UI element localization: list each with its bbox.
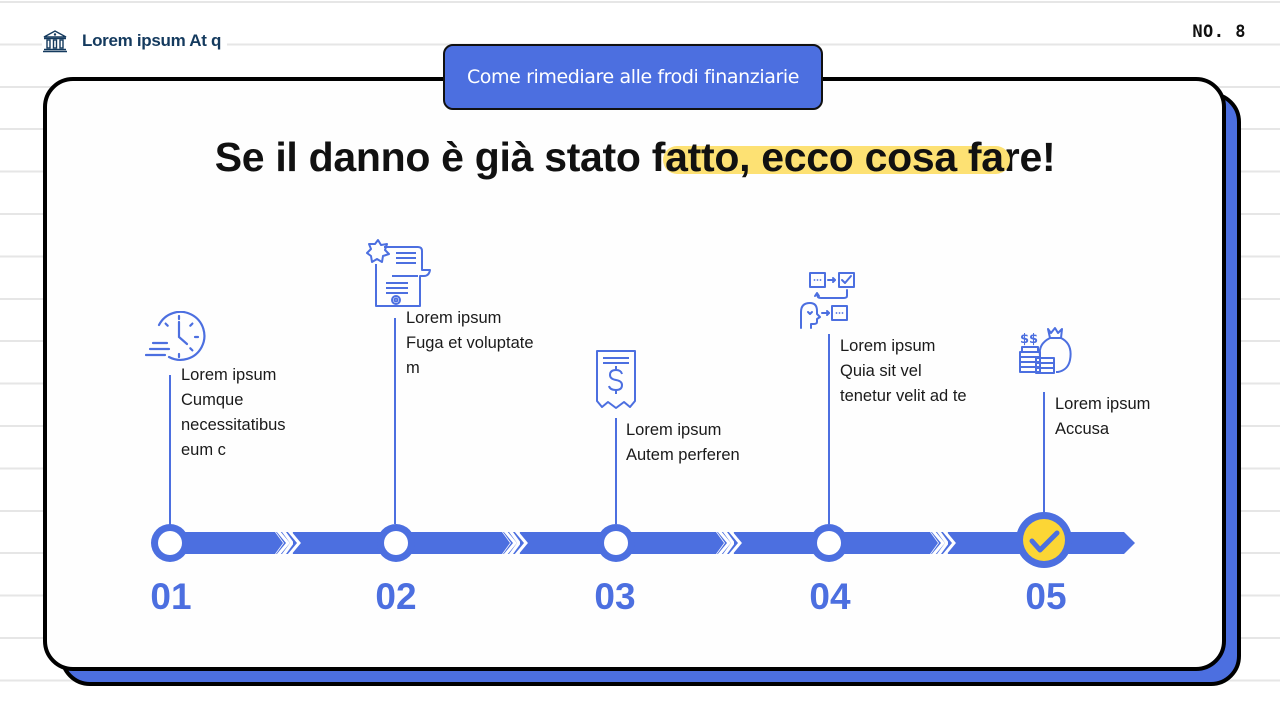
page-number: NO. 8: [1190, 22, 1248, 42]
step-description: Lorem ipsum Autem perferen: [626, 421, 740, 464]
node-05-check-icon: [1016, 512, 1072, 568]
step-connector: [615, 418, 617, 524]
svg-text:$$: $$: [1020, 332, 1038, 347]
step-number: 02: [375, 576, 417, 617]
brand: Lorem ipsum At q: [42, 28, 228, 54]
section-tag: Come rimediare alle frodi finanziarie: [443, 44, 823, 110]
title-highlight: atto, ecco cosa fa: [665, 134, 1004, 180]
clock-speed-icon: [145, 311, 206, 361]
node-03: [597, 524, 635, 562]
certificate-document-icon: [366, 239, 431, 307]
step-number: 01: [150, 576, 192, 617]
step-number: 05: [1025, 576, 1067, 617]
step-description: Lorem ipsum Quia sit vel tenetur velit a…: [840, 337, 967, 405]
node-02: [377, 524, 415, 562]
receipt-dollar-icon: [596, 350, 636, 409]
brand-name: Lorem ipsum At q: [82, 31, 222, 50]
step-connector: [828, 334, 830, 524]
title-suffix: re!: [1003, 134, 1056, 180]
title-prefix: Se il danno è già stato f: [214, 134, 666, 180]
step-connector: [169, 375, 171, 525]
step-connector: [1043, 392, 1045, 514]
step-description: Lorem ipsum Cumque necessitatibus eum c: [181, 366, 286, 459]
node-04: [810, 524, 848, 562]
money-bag-coins-icon: $$: [1019, 327, 1072, 374]
step-connector: [394, 318, 396, 524]
step-description: Lorem ipsum Fuga et voluptate m: [406, 309, 534, 377]
page-title: Se il danno è già stato fatto, ecco cosa…: [0, 134, 1270, 181]
step-number: 03: [594, 576, 636, 617]
decision-process-icon: [800, 272, 855, 329]
step-description: Lorem ipsum Accusa: [1055, 395, 1151, 438]
bank-building-icon: [43, 30, 67, 53]
node-01: [151, 524, 189, 562]
step-number: 04: [809, 576, 851, 617]
